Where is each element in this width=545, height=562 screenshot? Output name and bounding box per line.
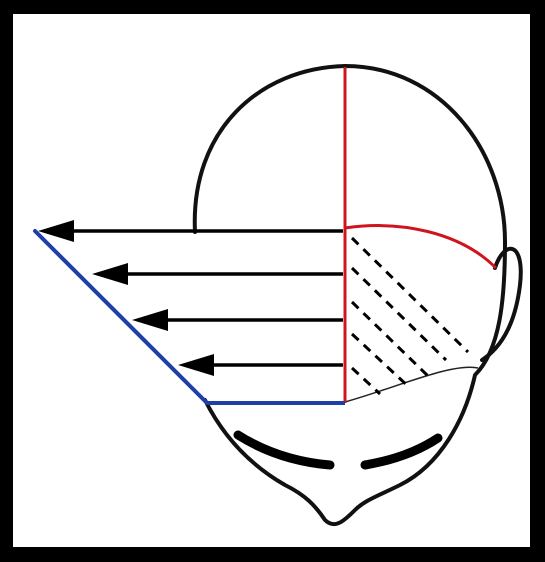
hatch-line-4 bbox=[352, 334, 410, 388]
projection-arrows bbox=[38, 220, 343, 376]
hairline-curve bbox=[345, 367, 478, 402]
hatch-line-1 bbox=[352, 238, 468, 352]
head-outline bbox=[195, 66, 505, 524]
head-diagram bbox=[13, 14, 530, 547]
dashed-hatching bbox=[352, 238, 468, 394]
right-eye-stroke bbox=[365, 438, 438, 465]
arrowhead-4 bbox=[178, 354, 214, 376]
arrowhead-3 bbox=[132, 309, 168, 331]
hatch-line-5 bbox=[352, 368, 380, 394]
red-horizontal-section bbox=[345, 226, 496, 268]
blue-diagonal-line bbox=[35, 231, 207, 403]
hatch-line-3 bbox=[352, 302, 428, 376]
diagram-panel bbox=[13, 14, 530, 547]
arrowhead-2 bbox=[92, 263, 128, 285]
